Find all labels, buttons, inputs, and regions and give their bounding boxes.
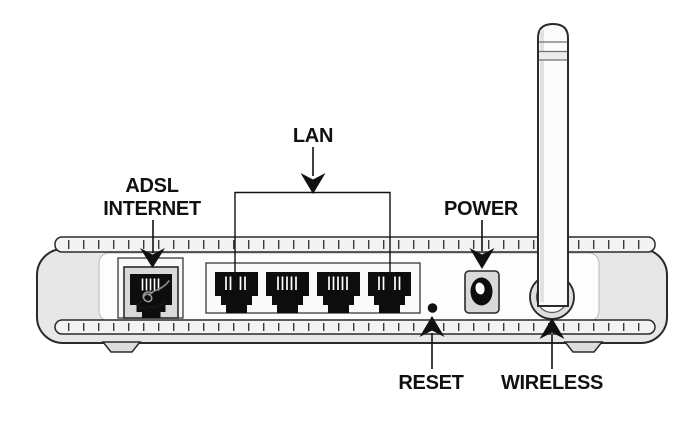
power-jack <box>464 270 500 314</box>
lan-ports <box>205 262 421 314</box>
lan-port-3 <box>317 272 360 313</box>
phone-cord-doodle <box>137 280 170 310</box>
lan-arrow <box>300 147 326 194</box>
reset-button <box>427 303 438 313</box>
adsl-internet-port <box>117 257 184 319</box>
lan-port-1 <box>215 272 258 313</box>
antenna-band <box>539 51 567 60</box>
lan-port-2-pins <box>277 276 297 290</box>
bottom-ridge <box>54 319 656 335</box>
power-label: POWER <box>444 198 519 220</box>
lan-port-4-pins <box>378 276 401 290</box>
adsl-arrow <box>140 220 165 268</box>
reset-label: RESET <box>398 372 463 394</box>
lan-port-2 <box>266 272 309 313</box>
power-jack-pin-hole <box>475 282 485 295</box>
lan-port-4 <box>368 272 411 313</box>
lan-port-3-pins <box>328 276 348 290</box>
reset-arrow <box>419 316 445 369</box>
antenna-shading <box>540 30 544 302</box>
wireless-antenna <box>529 22 575 320</box>
lan-bracket-line <box>234 191 391 290</box>
top-ridge <box>54 236 656 253</box>
adsl-label-line2: INTERNET <box>103 198 201 220</box>
annotations: ADSL INTERNET LAN POWER RESET WIRELESS <box>103 125 603 394</box>
adsl-label-line1: ADSL <box>125 175 178 197</box>
antenna-band-lines <box>538 41 568 61</box>
lan-port-1-pins <box>225 276 246 290</box>
wireless-arrow <box>539 318 565 369</box>
wireless-label: WIRELESS <box>501 372 603 394</box>
antenna-mast <box>537 22 569 307</box>
power-arrow <box>469 220 495 269</box>
foot-right <box>563 341 604 353</box>
foot-left <box>101 341 142 353</box>
lan-label: LAN <box>293 125 333 147</box>
